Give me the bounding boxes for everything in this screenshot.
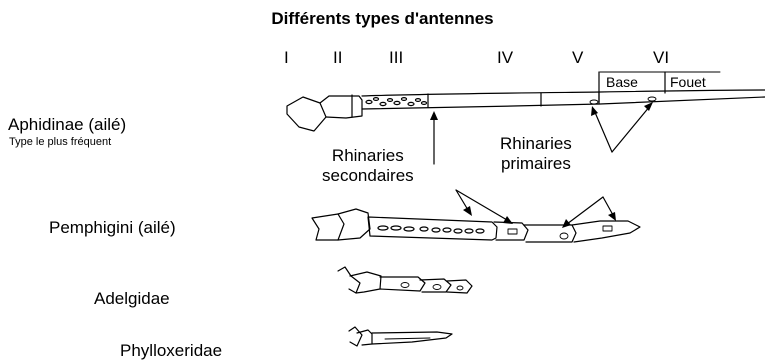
antenna-pemphigini bbox=[312, 209, 640, 242]
phylloxeridae-pedicel bbox=[357, 330, 372, 345]
phylloxeridae-scape bbox=[349, 327, 362, 346]
aphidinae-primary-rhinarium-vi bbox=[648, 97, 656, 101]
pemphigini-segment-vi bbox=[572, 221, 640, 242]
callout-arrows-aphidinae bbox=[430, 102, 653, 164]
adelgidae-segment-iv bbox=[420, 279, 451, 292]
adelgidae-pedicel bbox=[350, 272, 381, 293]
pemphigini-segment-iv bbox=[494, 222, 528, 240]
aphidinae-secondary-rhinaria bbox=[366, 98, 427, 106]
segment-vi-divider bbox=[599, 72, 720, 102]
antenna-phylloxeridae bbox=[349, 327, 452, 346]
aphidinae-pedicel bbox=[320, 96, 362, 118]
pemphigini-pedicel bbox=[338, 209, 370, 240]
pemphigini-segment-v bbox=[524, 225, 576, 242]
aphidinae-flagellum-bottom bbox=[362, 97, 765, 109]
aphidinae-primary-rhinarium-v bbox=[590, 100, 598, 104]
adelgidae-segment-v bbox=[447, 280, 472, 293]
adelgidae-scape bbox=[338, 267, 360, 293]
aphidinae-scape bbox=[287, 97, 326, 131]
pemphigini-scape bbox=[312, 214, 344, 240]
aphidinae-flagellum-top bbox=[362, 90, 765, 96]
pemphigini-secondary-rhinaria bbox=[378, 226, 484, 233]
antenna-adelgidae bbox=[338, 267, 472, 293]
adelgidae-segment-iii bbox=[380, 277, 425, 291]
antenna-aphidinae bbox=[287, 90, 765, 131]
